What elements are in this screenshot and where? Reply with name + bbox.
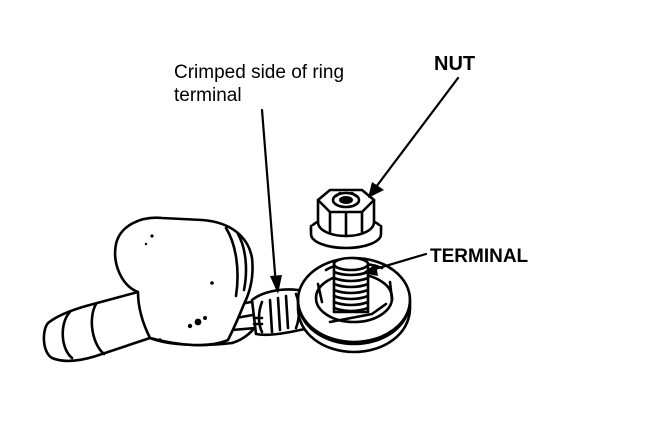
crimped-side-label-text: Crimped side of ring terminal [174,62,345,106]
hex-flange-nut-icon [309,188,383,250]
threaded-stud-icon [332,256,370,314]
terminal-leader [362,252,428,276]
terminal-label: TERMINAL [430,246,529,267]
nut-label: NUT [434,53,476,75]
nut-leader [368,76,460,198]
crimped-side-leader [260,108,282,294]
terminal-boot-icon [113,216,254,347]
crimped-side-label: Crimped side of ring terminal [174,61,384,107]
